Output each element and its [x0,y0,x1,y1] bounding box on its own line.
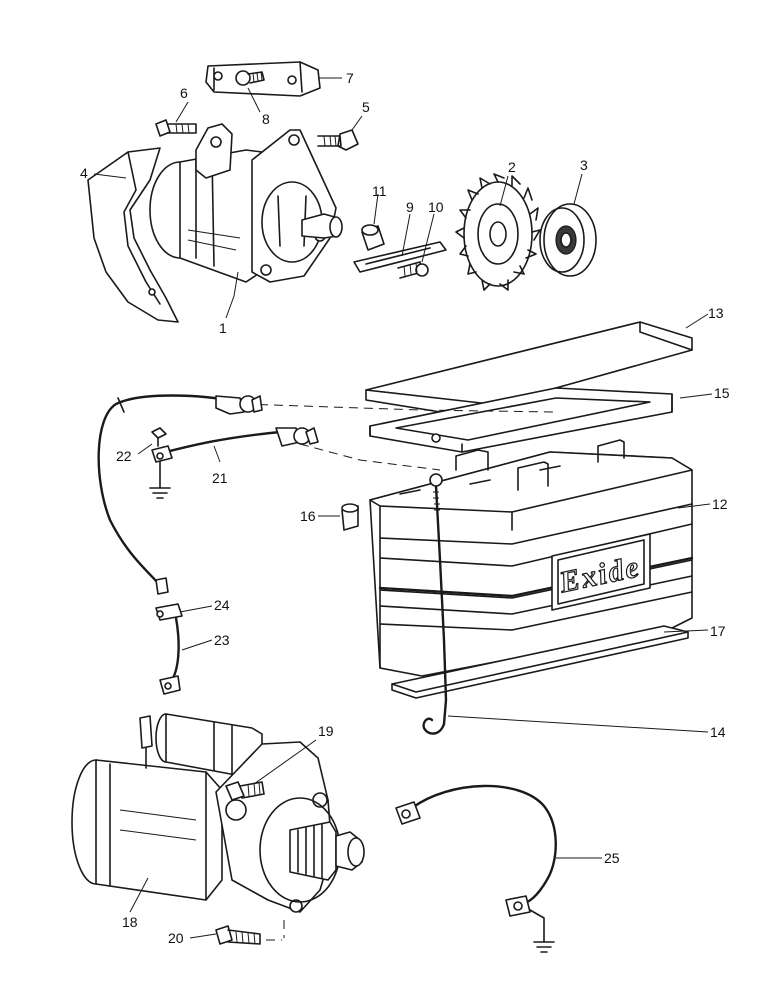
callout-24: 24 [214,597,230,613]
routing-line-lower [299,443,441,471]
callout-labels: 1 2 3 4 5 6 7 8 9 10 11 12 13 14 15 16 1… [80,70,730,946]
spacer [361,224,385,251]
battery-clamp-frame [369,387,673,453]
callout-21: 21 [212,470,228,486]
callout-18: 18 [122,914,138,930]
callout-13: 13 [708,305,724,321]
battery-tray [391,625,689,699]
callout-6: 6 [180,85,188,101]
starter-motor [71,713,365,913]
alternator-bolt-right [317,129,359,151]
callout-16: 16 [300,508,316,524]
battery-earth-strap [149,427,319,499]
bracket-bolt [235,70,265,86]
callout-14: 14 [710,724,726,740]
battery-to-starter-cable [97,394,263,590]
callout-12: 12 [712,496,728,512]
adjusting-link [353,241,447,273]
earth-strap-bolt [151,427,167,447]
callout-11: 11 [372,183,387,199]
callout-23: 23 [214,632,230,648]
callout-10: 10 [428,199,444,215]
starter-cable [395,784,557,953]
callout-4: 4 [80,165,88,181]
callout-17: 17 [710,623,726,639]
callout-5: 5 [362,99,370,115]
callout-20: 20 [168,930,184,946]
callout-22: 22 [116,448,132,464]
callout-25: 25 [604,850,620,866]
callout-19: 19 [318,723,334,739]
leader-lines [93,77,713,939]
battery-clamp-rod [422,473,448,735]
starter-bolt-lower [215,920,285,945]
terminal-bush [341,503,359,531]
callout-9: 9 [406,199,414,215]
battery: Exide [369,439,694,677]
adjusting-bolt [397,261,429,279]
alternator-pulley [539,203,597,277]
callout-2: 2 [508,159,516,175]
alternator-fan [455,173,541,291]
callout-3: 3 [580,157,588,173]
callout-15: 15 [714,385,730,401]
starter-bolt-upper [225,781,265,801]
callout-7: 7 [346,70,354,86]
callout-8: 8 [262,111,270,127]
starter-lead [159,616,181,695]
cable-clip [155,577,183,621]
alternator [149,123,343,283]
alternator-bolt-left [155,119,197,137]
callout-1: 1 [219,320,227,336]
alternator-shield [87,147,179,323]
